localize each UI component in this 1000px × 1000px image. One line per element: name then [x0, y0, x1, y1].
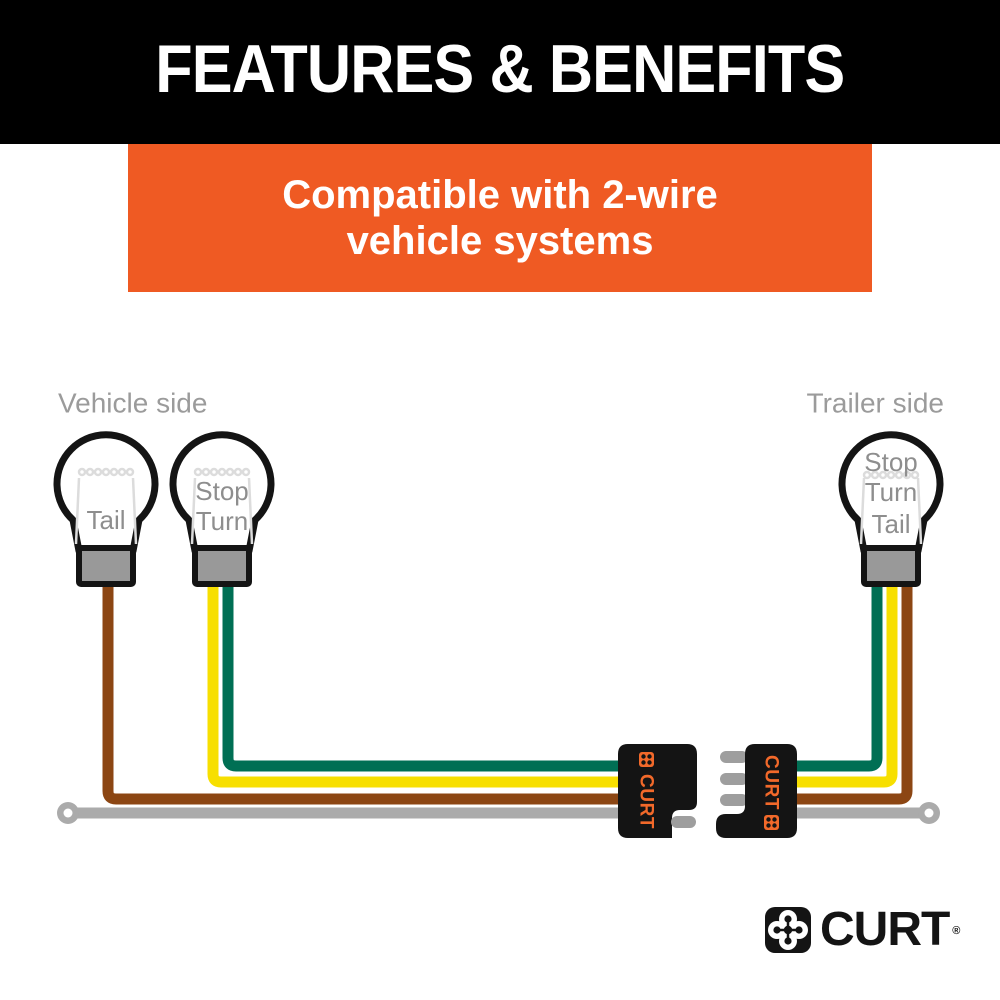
vehicle-tail-bulb: Tail	[53, 431, 159, 555]
bulb-socket	[861, 545, 921, 587]
curt-logo-vertical: CURT	[761, 755, 782, 830]
wire-green-trailer	[795, 556, 883, 772]
feature-banner: Compatible with 2-wire vehicle systems	[128, 144, 872, 292]
wire-green-vehicle	[222, 556, 620, 772]
trailer-side-label: Trailer side	[807, 388, 944, 419]
footer-brand-word: CURT ®	[820, 906, 960, 954]
connector-pin	[671, 816, 696, 828]
bulb-glass	[838, 431, 944, 555]
vehicle-stop-turn-bulb: Stop Turn	[169, 431, 275, 555]
bulb-filament-icon	[190, 467, 254, 545]
curt-flower-icon	[639, 752, 654, 767]
connector-pins	[720, 751, 748, 806]
bulb-socket	[76, 545, 136, 587]
connector-body	[716, 744, 797, 838]
connector-body	[618, 744, 697, 838]
banner-line-1: Compatible with 2-wire	[282, 173, 718, 217]
bulb-function-label: Tail	[871, 509, 910, 539]
footer-brand-text: CURT	[820, 903, 950, 956]
wire-yellow-vehicle	[207, 556, 620, 788]
bulb-glass	[169, 431, 275, 555]
curt-flower-icon	[765, 907, 811, 953]
connector-brand-text: CURT	[761, 755, 782, 810]
bulb-filament-icon	[859, 470, 923, 545]
bulb-function-label: Stop	[864, 447, 918, 477]
terminal-ring-left	[57, 802, 79, 824]
page-title: FEATURES & BENEFITS	[155, 31, 845, 107]
connector-brand-text: CURT	[636, 774, 657, 829]
curt-flower-icon	[764, 815, 779, 830]
connector-vehicle-side: CURT	[618, 744, 697, 838]
bulb-function-label: Stop	[195, 476, 249, 506]
trailer-combined-bulb: Stop Turn Tail	[838, 431, 944, 555]
vehicle-side-label: Vehicle side	[58, 388, 207, 419]
wire-brown-trailer	[795, 556, 913, 805]
wire-brown-vehicle	[102, 556, 620, 805]
terminal-ring-right	[918, 802, 940, 824]
bulb-socket	[192, 545, 252, 587]
banner-line-2: vehicle systems	[346, 219, 654, 263]
registered-mark: ®	[952, 925, 960, 937]
header-bar: FEATURES & BENEFITS	[0, 0, 1000, 144]
bulb-function-label: Turn	[865, 477, 918, 507]
wire-yellow-trailer	[795, 556, 898, 788]
connector-trailer-side: CURT	[716, 744, 797, 838]
footer-brand-logo: CURT ®	[765, 906, 960, 954]
bulb-glass	[53, 431, 159, 555]
curt-logo-vertical: CURT	[636, 752, 657, 829]
bulb-function-label: Turn	[196, 506, 249, 536]
bulb-function-label: Tail	[86, 505, 125, 535]
bulb-filament-icon	[74, 467, 138, 545]
